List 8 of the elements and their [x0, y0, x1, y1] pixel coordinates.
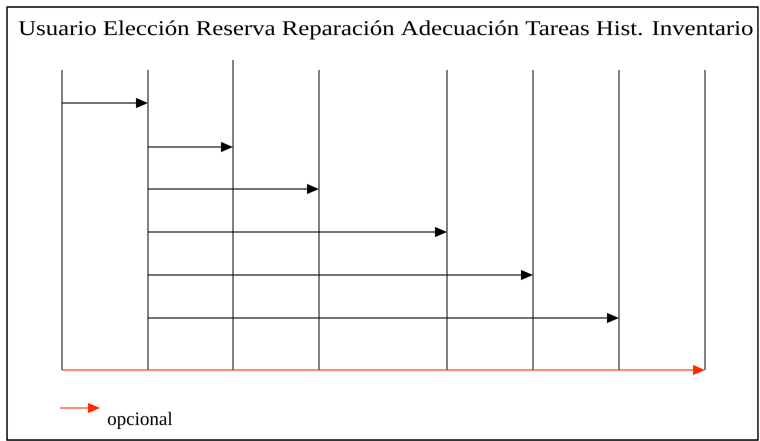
- legend-text: opcional: [108, 412, 172, 430]
- lifeline: [704, 70, 706, 370]
- lifeline: [232, 60, 234, 370]
- lifeline: [618, 70, 620, 370]
- lifeline: [446, 70, 448, 370]
- header-text: Usuario Elección Reserva Reparación Adecuación Tareas Hist. Inventario: [18, 20, 752, 40]
- lifeline: [318, 70, 320, 370]
- lifeline: [532, 70, 534, 370]
